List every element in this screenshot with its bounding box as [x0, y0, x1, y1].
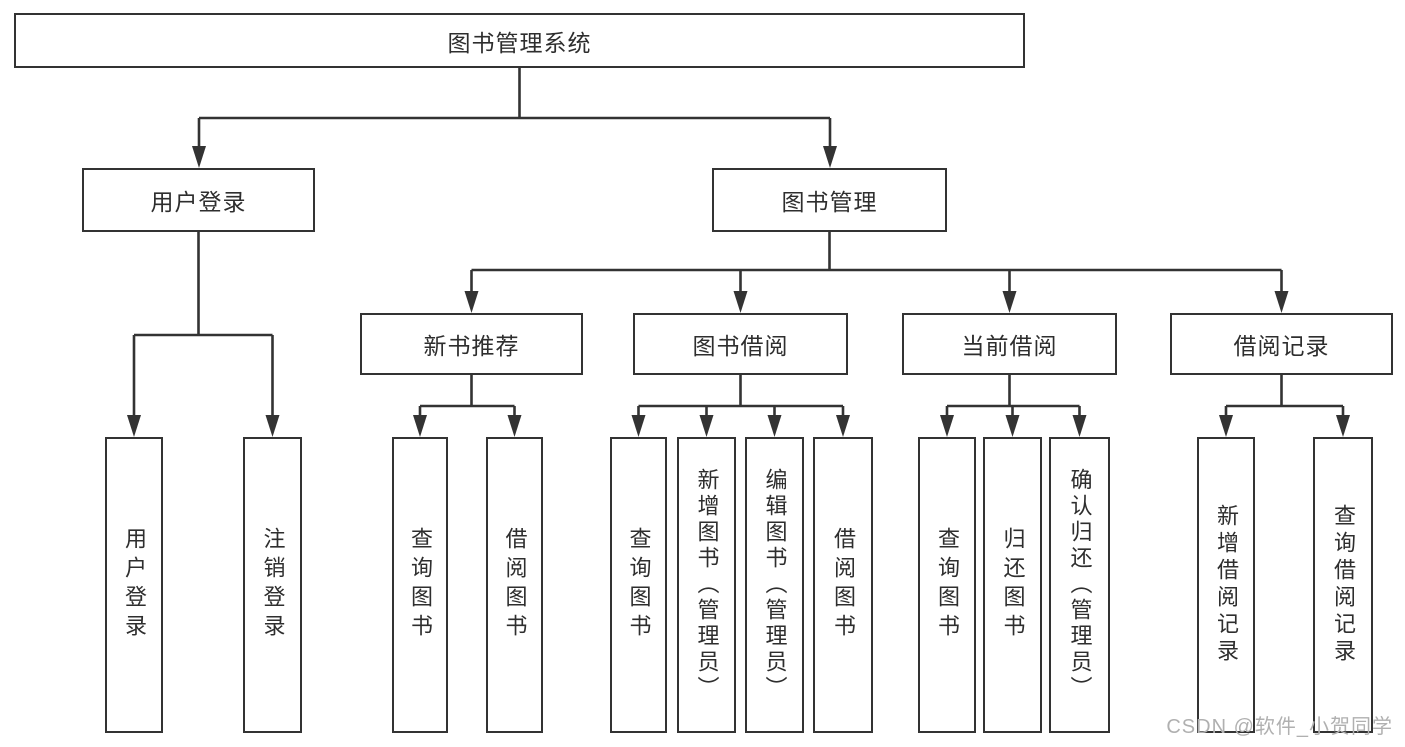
leaf-query-borrow-record: 查询借阅记录: [1313, 437, 1373, 733]
leaf-query-books-3: 查询图书: [918, 437, 976, 733]
node-label: 图书借阅: [692, 333, 789, 359]
leaf-query-books-1: 查询图书: [392, 437, 448, 733]
leaf-add-books-admin: 新增图书（管理员）: [677, 437, 736, 733]
connector-book-management-to-level3: [464, 232, 1289, 313]
leaf-query-books-2: 查询图书: [610, 437, 667, 733]
leaf-user-login: 用户登录: [105, 437, 163, 733]
node-label: 借阅图书: [502, 527, 528, 643]
node-new-book-recommend: 新书推荐: [360, 313, 583, 375]
node-label: 查询图书: [408, 527, 433, 643]
connector-book-borrow-to-leaves: [631, 375, 850, 437]
node-label: 借阅图书: [831, 527, 856, 643]
leaf-borrow-books-1: 借阅图书: [486, 437, 543, 733]
node-label: 新增图书（管理员）: [694, 468, 720, 702]
node-label: 编辑图书（管理员）: [762, 468, 788, 702]
leaf-edit-books-admin: 编辑图书（管理员）: [745, 437, 804, 733]
leaf-logout: 注销登录: [243, 437, 302, 733]
node-label: 归还图书: [1000, 527, 1026, 643]
node-book-management: 图书管理: [712, 168, 947, 232]
node-current-borrow: 当前借阅: [902, 313, 1117, 375]
node-root: 图书管理系统: [14, 13, 1025, 68]
leaf-confirm-return-admin: 确认归还（管理员）: [1049, 437, 1110, 733]
node-label: 新书推荐: [423, 333, 520, 359]
node-label: 注销登录: [260, 527, 286, 643]
leaf-add-borrow-record: 新增借阅记录: [1197, 437, 1255, 733]
leaf-return-books: 归还图书: [983, 437, 1042, 733]
connector-borrow-records-to-leaves: [1219, 375, 1350, 437]
connector-user-login-to-leaves: [127, 232, 280, 437]
node-label: 查询图书: [626, 527, 652, 643]
node-label: 当前借阅: [961, 333, 1058, 359]
node-label: 借阅记录: [1233, 333, 1330, 359]
node-label: 图书管理系统: [447, 29, 592, 56]
leaf-borrow-books-2: 借阅图书: [813, 437, 873, 733]
connector-new-book-to-leaves: [413, 375, 522, 437]
node-user-login: 用户登录: [82, 168, 315, 232]
connector-current-borrow-to-leaves: [940, 375, 1087, 437]
node-label: 用户登录: [122, 527, 147, 643]
node-label: 查询图书: [935, 527, 960, 643]
node-borrow-records: 借阅记录: [1170, 313, 1393, 375]
node-label: 图书管理: [781, 189, 878, 215]
connector-root-to-level2: [192, 68, 837, 168]
node-label: 确认归还（管理员）: [1067, 468, 1093, 702]
node-label: 用户登录: [150, 189, 247, 215]
csdn-watermark: CSDN @软件_小贺同学: [1166, 716, 1393, 738]
node-book-borrow: 图书借阅: [633, 313, 848, 375]
node-label: 新增借阅记录: [1214, 504, 1239, 666]
node-label: 查询借阅记录: [1331, 504, 1356, 666]
